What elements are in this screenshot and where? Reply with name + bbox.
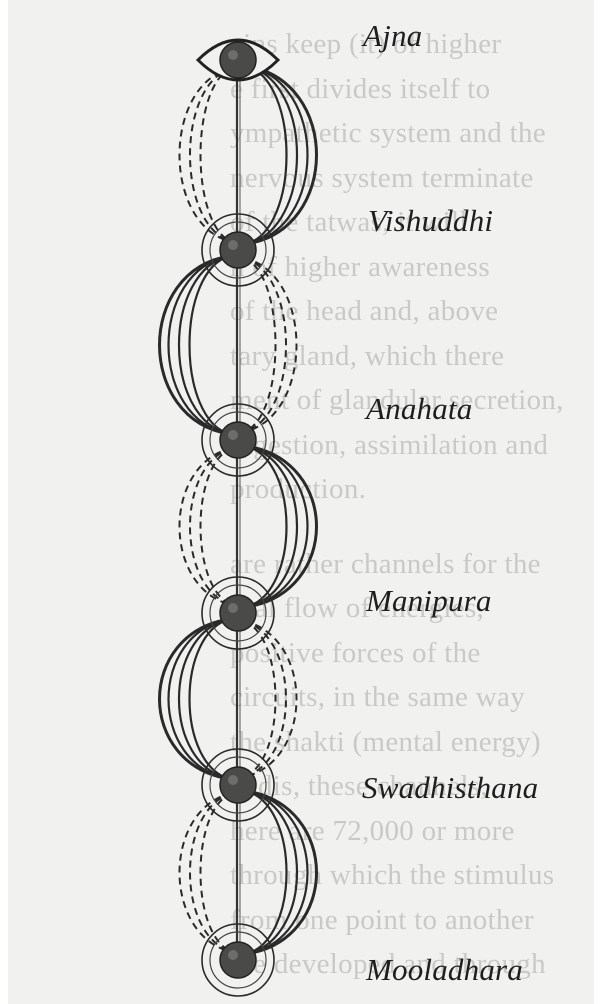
channel-pair [180, 66, 317, 244]
chakra-center [220, 42, 256, 78]
channel-pair [180, 446, 317, 607]
dashed-channel-line [180, 448, 233, 605]
chakra-center-highlight [228, 775, 238, 785]
chakra-center [220, 595, 256, 631]
chakra-center [220, 232, 256, 268]
dashed-channel-line [244, 621, 276, 777]
dashed-channel-line [180, 68, 233, 242]
dashed-channel-line [180, 793, 233, 952]
chakra-center-highlight [228, 430, 238, 440]
dashed-channel-line [201, 448, 233, 605]
chakra-center-highlight [228, 950, 238, 960]
channel-pair [180, 791, 317, 954]
chakra-label-vishuddhi: Vishuddhi [368, 203, 493, 239]
chakra-center [220, 422, 256, 458]
solid-channel-line [246, 66, 308, 244]
chakra-label-manipura: Manipura [366, 583, 492, 619]
channel-pair [160, 256, 297, 434]
solid-channel-line [246, 446, 308, 607]
chakra-center-highlight [228, 240, 238, 250]
chakra-center [220, 767, 256, 803]
chakra-label-anahata: Anahata [366, 391, 472, 427]
dashed-channel-line [244, 621, 297, 777]
chakra-label-ajna: Ajna [363, 18, 422, 54]
channel-pair [160, 619, 297, 779]
chakra-diagram [8, 0, 594, 1004]
chakra-label-swadhisthana: Swadhisthana [362, 770, 538, 806]
solid-channel-line [169, 619, 231, 779]
chakra-label-mooladhara: Mooladhara [366, 952, 523, 988]
dashed-channel-line [201, 793, 233, 952]
solid-channel-line [169, 256, 231, 434]
chakra-center-highlight [228, 50, 238, 60]
dashed-channel-line [244, 258, 297, 432]
chakra-center-highlight [228, 603, 238, 613]
solid-channel-line [246, 791, 308, 954]
chakra-center [220, 942, 256, 978]
